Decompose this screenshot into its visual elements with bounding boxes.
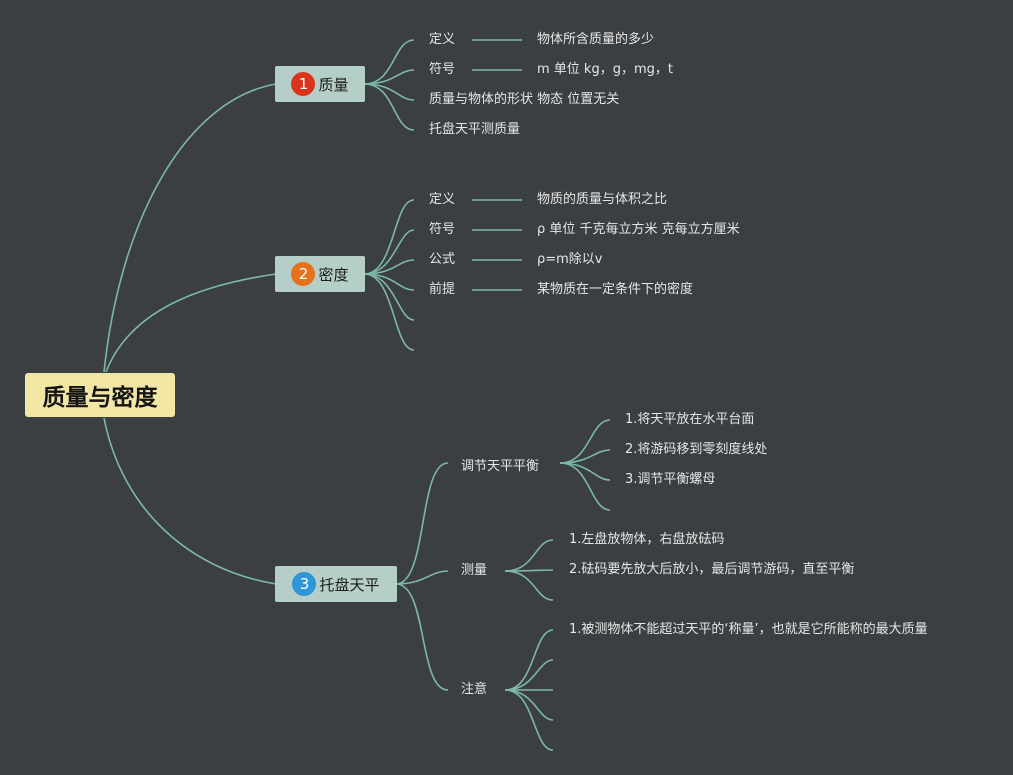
mass-definition-value[interactable]: 物体所含质量的多少: [537, 32, 655, 47]
density-formula-label[interactable]: 公式: [429, 252, 456, 267]
branch-density-label: 密度: [318, 265, 349, 284]
number-badge-3: 3: [292, 572, 317, 596]
branch-density[interactable]: 2 密度: [275, 256, 365, 292]
branch-mass[interactable]: 1 质量: [275, 66, 365, 102]
adjust-step-1[interactable]: 1.将天平放在水平台面: [625, 412, 755, 427]
mass-symbol-label[interactable]: 符号: [429, 62, 456, 77]
root-topic[interactable]: 质量与密度: [25, 373, 175, 417]
mass-symbol-value[interactable]: m 单位 kg，g，mg，t: [537, 62, 673, 77]
density-symbol-value[interactable]: ρ 单位 千克每立方米 克每立方厘米: [537, 222, 740, 237]
density-definition-label[interactable]: 定义: [429, 192, 456, 207]
measure-step-2[interactable]: 2.砝码要先放大后放小，最后调节游码，直至平衡: [569, 562, 855, 577]
measure-step-1[interactable]: 1.左盘放物体，右盘放砝码: [569, 532, 725, 547]
density-definition-value[interactable]: 物质的质量与体积之比: [537, 192, 668, 207]
subtopic-adjust-balance[interactable]: 调节天平平衡: [461, 459, 540, 474]
mass-note-balance[interactable]: 托盘天平测质量: [429, 122, 521, 137]
number-badge-1: 1: [291, 72, 316, 96]
branch-mass-label: 质量: [318, 75, 349, 94]
density-premise-label[interactable]: 前提: [429, 282, 456, 297]
number-badge-2: 2: [291, 262, 316, 286]
mass-definition-label[interactable]: 定义: [429, 32, 456, 47]
subtopic-caution[interactable]: 注意: [461, 682, 488, 697]
caution-step-1[interactable]: 1.被测物体不能超过天平的‘称量’，也就是它所能称的最大质量: [569, 622, 928, 637]
adjust-step-3[interactable]: 3.调节平衡螺母: [625, 472, 716, 487]
mass-note-shape[interactable]: 质量与物体的形状 物态 位置无关: [429, 92, 620, 107]
branch-balance[interactable]: 3 托盘天平: [275, 566, 397, 602]
density-premise-value[interactable]: 某物质在一定条件下的密度: [537, 282, 694, 297]
subtopic-measure[interactable]: 测量: [461, 563, 488, 578]
density-symbol-label[interactable]: 符号: [429, 222, 456, 237]
density-formula-value[interactable]: ρ=m除以v: [537, 252, 603, 267]
branch-balance-label: 托盘天平: [319, 575, 380, 594]
adjust-step-2[interactable]: 2.将游码移到零刻度线处: [625, 442, 768, 457]
